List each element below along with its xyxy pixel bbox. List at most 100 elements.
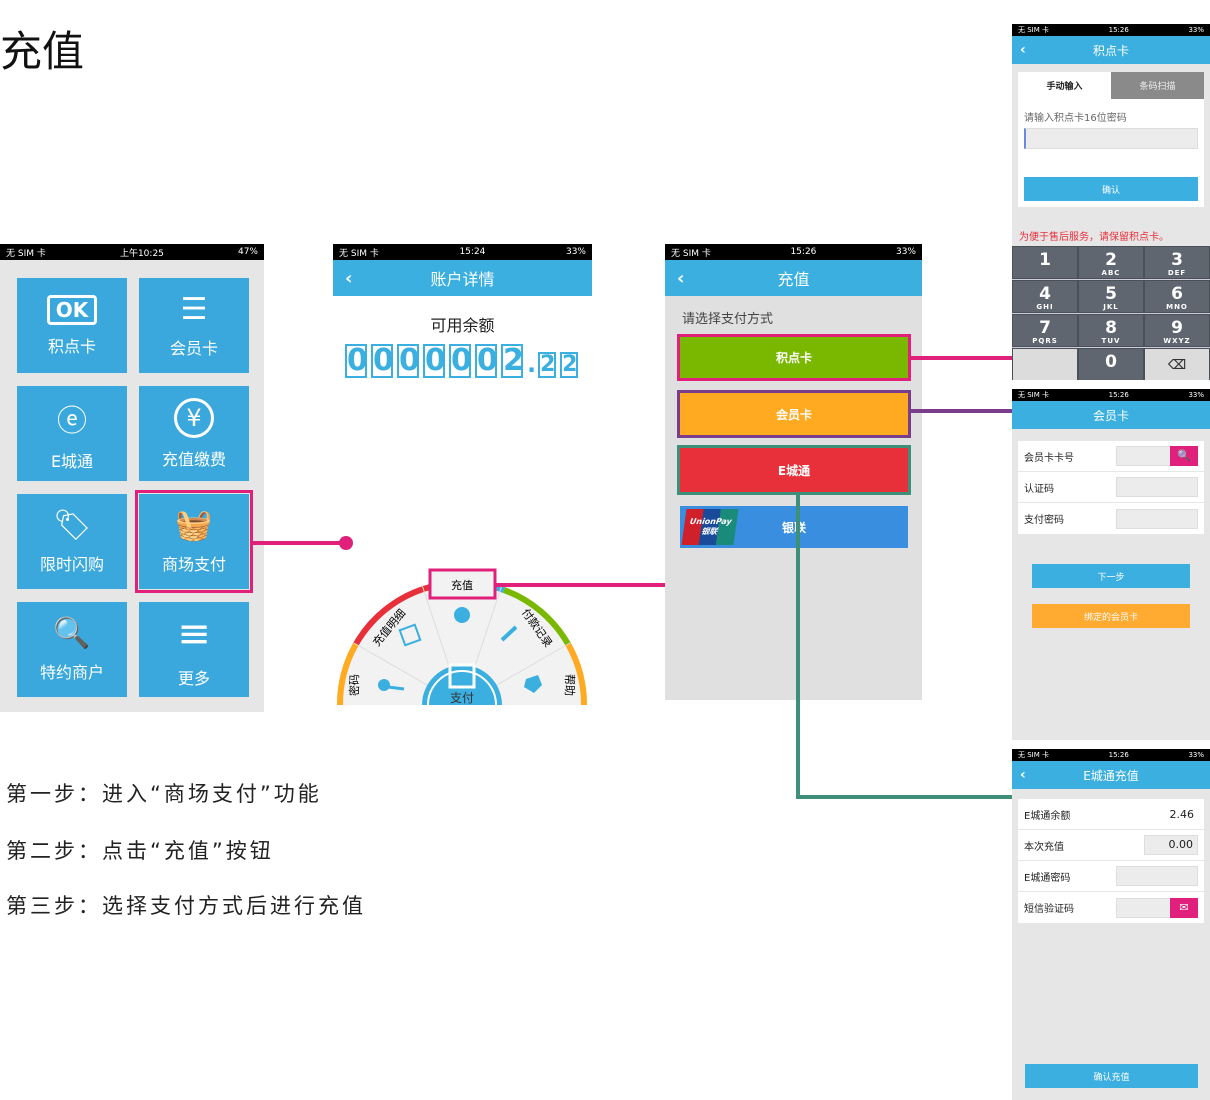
wheel-arc-orange bbox=[336, 642, 359, 705]
key-letters: DEF bbox=[1167, 269, 1187, 277]
field-label: E城通密码 bbox=[1024, 872, 1071, 884]
tile-more[interactable]: ≡更多 bbox=[139, 602, 249, 697]
key-0[interactable]: 0 bbox=[1078, 348, 1144, 380]
prompt: 请选择支付方式 bbox=[682, 312, 774, 327]
tile-label: 更多 bbox=[177, 668, 210, 688]
form-row: 支付密码 bbox=[1018, 503, 1204, 534]
back-icon[interactable]: ‹ bbox=[677, 267, 685, 289]
card-number-input[interactable]: 🔍 bbox=[1116, 446, 1198, 466]
wheel-recharge[interactable]: 充值 bbox=[451, 578, 473, 592]
pay-option-e-city[interactable]: E城通 bbox=[677, 445, 911, 495]
tile-merchants[interactable]: 🔍特约商户 bbox=[17, 602, 127, 697]
key-icon bbox=[378, 679, 390, 691]
balance-value: 2.46 bbox=[1169, 807, 1195, 821]
tile-member-card[interactable]: ☰ 会员卡 bbox=[139, 278, 249, 373]
time: 15:26 bbox=[1108, 751, 1129, 759]
key-letters: JKL bbox=[1103, 303, 1119, 311]
tile-label: 限时闪购 bbox=[39, 555, 104, 574]
tile-recharge-pay[interactable]: ¥ 充值缴费 bbox=[139, 386, 249, 481]
battery: 33% bbox=[1188, 751, 1204, 759]
time: 15:24 bbox=[459, 247, 486, 257]
qr-code-icon bbox=[448, 663, 476, 689]
confirm-button[interactable]: 确认 bbox=[1024, 177, 1198, 201]
field-label: 认证码 bbox=[1024, 483, 1054, 495]
carrier: 无 SIM 卡 bbox=[339, 248, 379, 259]
connector-teal-h bbox=[796, 795, 1036, 799]
next-button[interactable]: 下一步 bbox=[1032, 564, 1190, 588]
connector-teal-v bbox=[796, 492, 800, 799]
field-label: 会员卡卡号 bbox=[1024, 452, 1074, 464]
tile-label: 积点卡 bbox=[47, 336, 96, 356]
bound-card-button[interactable]: 绑定的会员卡 bbox=[1032, 604, 1190, 628]
key-1[interactable]: 1 bbox=[1012, 246, 1078, 279]
search-card-icon[interactable]: 🔍 bbox=[1170, 446, 1198, 466]
tile-flash-sale[interactable]: 🏷 限时闪购 bbox=[17, 494, 127, 589]
tile-label: 会员卡 bbox=[169, 339, 218, 358]
password-input[interactable] bbox=[1116, 866, 1198, 886]
connector-pink-2 bbox=[496, 583, 674, 587]
mail-icon[interactable]: ✉ bbox=[1170, 897, 1198, 918]
battery: 33% bbox=[1188, 391, 1204, 399]
tile-label: 充值缴费 bbox=[161, 449, 226, 469]
balance-digit: 2 bbox=[501, 343, 524, 378]
wheel-password[interactable]: 密码 bbox=[347, 674, 361, 696]
field-label: 短信验证码 bbox=[1024, 904, 1074, 915]
header-title: E城通充值 bbox=[1083, 768, 1139, 783]
tile-label: E城通 bbox=[50, 451, 94, 471]
back-icon[interactable]: ‹ bbox=[1020, 42, 1026, 58]
step-1: 第一步：进入“商场支付”功能 bbox=[6, 782, 322, 806]
pay-button[interactable] bbox=[422, 665, 502, 705]
back-icon[interactable]: ‹ bbox=[1020, 767, 1026, 783]
tab-manual-input[interactable]: 手动输入 bbox=[1046, 82, 1083, 92]
header: ‹账户详情 bbox=[333, 260, 592, 296]
wheel-help[interactable]: 帮助 bbox=[563, 674, 577, 696]
backspace-key-icon[interactable]: ⌫ bbox=[1144, 348, 1210, 380]
member-card-icon: ☰ bbox=[180, 292, 208, 327]
key-digit: 1 bbox=[1039, 250, 1051, 270]
field-label: 本次充值 bbox=[1024, 841, 1064, 853]
connector-purple bbox=[910, 409, 1025, 413]
battery: 33% bbox=[895, 247, 916, 257]
unionpay-logo: UnionPay 银联 bbox=[681, 509, 739, 545]
tile-mall-pay[interactable]: 🧺商场支付 bbox=[135, 490, 253, 593]
pay-option-member-card[interactable]: 会员卡 bbox=[677, 390, 911, 438]
confirm-recharge-button[interactable]: 确认充值 bbox=[1025, 1064, 1198, 1088]
money-bag-icon bbox=[454, 607, 470, 623]
balance-digit: 0 bbox=[449, 343, 472, 378]
input-label: 请输入积点卡16位密码 bbox=[1024, 113, 1127, 124]
header: ‹积点卡 bbox=[1012, 36, 1210, 64]
balance-decimal: 2 bbox=[538, 352, 557, 378]
amount-input[interactable]: 0.00 bbox=[1144, 835, 1198, 855]
form-row: 短信验证码 ✉ bbox=[1018, 892, 1204, 923]
pay-option-point-card[interactable]: 积点卡 bbox=[677, 334, 911, 381]
tab-barcode-scan[interactable]: 条码扫描 bbox=[1111, 72, 1204, 99]
header: ‹ E城通充值 bbox=[1012, 761, 1210, 789]
yen-icon: ¥ bbox=[174, 397, 214, 438]
pay-password-input[interactable] bbox=[1116, 508, 1198, 529]
e-city-icon: ⓔ bbox=[57, 403, 87, 439]
price-tag-icon: 🏷 bbox=[52, 508, 92, 543]
recharge-highlight[interactable] bbox=[428, 568, 497, 600]
balance-digit: 0 bbox=[475, 343, 498, 378]
key-letters: WXYZ bbox=[1163, 337, 1191, 345]
password-input[interactable] bbox=[1024, 128, 1198, 149]
sms-code-input[interactable]: ✉ bbox=[1116, 897, 1198, 918]
auth-code-input[interactable] bbox=[1116, 477, 1198, 497]
back-icon[interactable]: ‹ bbox=[345, 267, 353, 289]
